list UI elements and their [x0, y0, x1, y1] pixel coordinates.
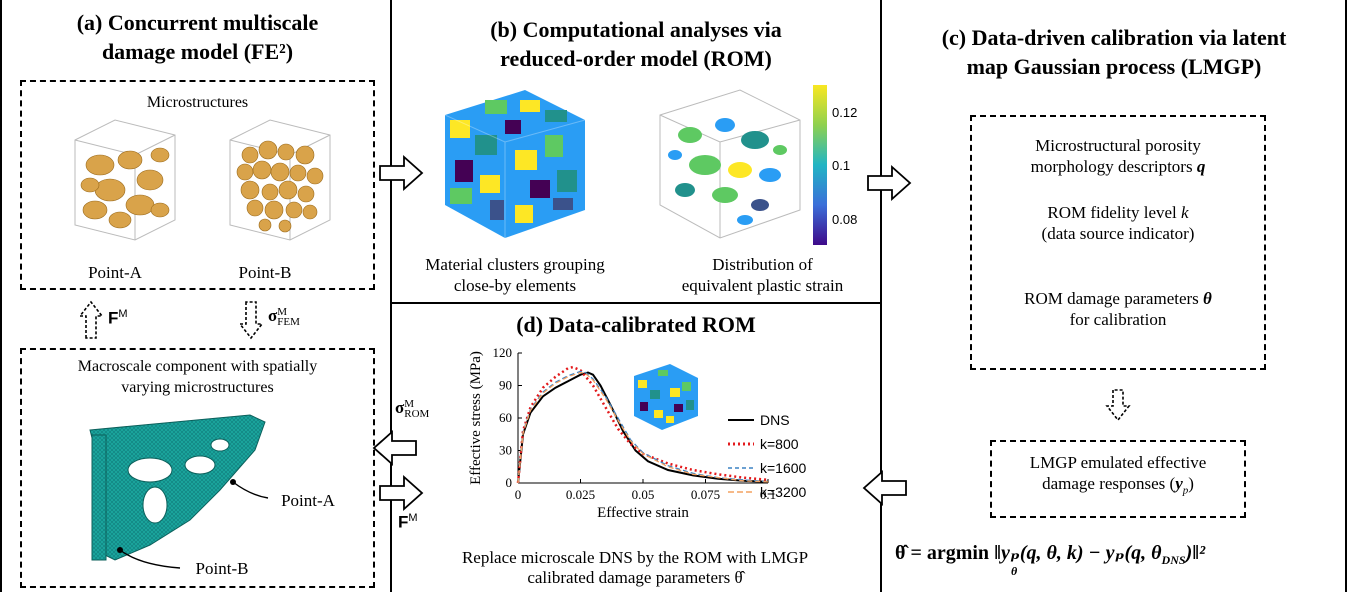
porosity-descriptors-item: Microstructural porosity morphology desc…	[1030, 136, 1206, 176]
x-tick-label: 0.05	[632, 487, 655, 502]
microstructures-box	[20, 80, 375, 290]
y-tick-label: 90	[499, 378, 512, 393]
colorbar-tick-1: 0.12	[832, 105, 858, 120]
panel-d-caption: Replace microscale DNS by the ROM with L…	[461, 548, 809, 587]
fidelity-level-item: ROM fidelity level k (data source indica…	[1041, 203, 1195, 243]
microstructures-label: Microstructures	[146, 94, 249, 111]
legend-item-k3200: k=3200	[728, 484, 807, 500]
right-arrow-ab-icon	[379, 155, 424, 191]
panel-b-title: (b) Computational analyses via reduced-o…	[490, 17, 782, 71]
left-arrow-d-icon	[372, 430, 417, 466]
panel-d-title: (d) Data-calibrated ROM	[516, 312, 756, 337]
frame-left	[0, 0, 2, 592]
legend-item-k1600: k=1600	[728, 460, 807, 476]
x-tick-label: 0	[515, 487, 522, 502]
legend-item-k800: k=800	[728, 436, 799, 452]
fm-label-d: FM	[398, 512, 418, 532]
chart-legend: DNS k=800 k=1600 k=3200	[728, 408, 806, 504]
y-tick-label: 0	[506, 475, 513, 490]
dashed-down-arrow-c-icon	[1105, 389, 1131, 422]
lmgp-output-label: LMGP emulated effective damage responses…	[1029, 453, 1207, 497]
x-tick-label: 0.075	[691, 487, 720, 502]
dashed-up-arrow-icon	[78, 300, 104, 339]
macroscale-box	[20, 348, 375, 588]
plastic-strain-cube-image	[659, 89, 801, 239]
y-tick-label: 120	[493, 345, 513, 360]
frame-right	[1345, 0, 1347, 592]
macroscale-label: Macroscale component with spatially vary…	[77, 358, 318, 396]
macroscale-component-image	[89, 414, 269, 569]
material-clusters-cube-image	[444, 90, 586, 238]
colorbar-tick-2: 0.1	[832, 158, 851, 173]
point-a-label: Point-A	[88, 263, 142, 282]
right-arrow-bc-icon	[867, 165, 912, 201]
panel-c-title: (c) Data-driven calibration via latent m…	[941, 25, 1287, 79]
point-b-component-label: Point-B	[195, 559, 249, 578]
chart-inset-cube-image	[634, 364, 698, 430]
series-line-1	[516, 365, 769, 484]
material-clusters-caption: Material clusters grouping close-by elem…	[425, 255, 605, 295]
right-arrow-d-icon	[379, 475, 424, 511]
colorbar-tick-3: 0.08	[832, 212, 858, 227]
point-b-label: Point-B	[238, 263, 292, 282]
fm-label-a: FM	[108, 308, 128, 328]
panel-a-title: (a) Concurrent multiscale damage model (…	[76, 10, 319, 64]
legend-item-dns: DNS	[728, 412, 790, 428]
plastic-strain-caption: Distribution of equivalent plastic strai…	[681, 255, 844, 295]
lmgp-inputs-box	[970, 115, 1266, 370]
x-axis-title: Effective strain	[597, 505, 689, 521]
series-line-3	[517, 371, 769, 484]
lmgp-output-box	[990, 440, 1246, 518]
y-axis-title: Effective stress (MPa)	[468, 351, 484, 485]
divider-middle	[390, 302, 882, 304]
series-line-0	[517, 371, 769, 484]
y-tick-label: 60	[499, 410, 512, 425]
colorbar	[813, 85, 827, 245]
microstructure-b-image	[229, 119, 331, 241]
y-tick-label: 30	[499, 443, 512, 458]
calibration-equation: θ̂ = argmin ‖yₚ(q, θ, k) − yₚ(q, θDNS)‖²…	[895, 542, 1206, 578]
x-tick-label: 0.1	[760, 487, 776, 502]
left-arrow-cd-icon	[862, 470, 907, 506]
damage-parameters-item: ROM damage parameters θ for calibration	[1024, 289, 1212, 329]
point-a-component-label: Point-A	[281, 491, 335, 510]
dashed-down-arrow-icon	[238, 301, 264, 340]
x-tick-label: 0.025	[566, 487, 595, 502]
divider-right	[880, 0, 882, 592]
microstructure-a-image	[74, 119, 176, 241]
divider-left	[390, 0, 392, 592]
